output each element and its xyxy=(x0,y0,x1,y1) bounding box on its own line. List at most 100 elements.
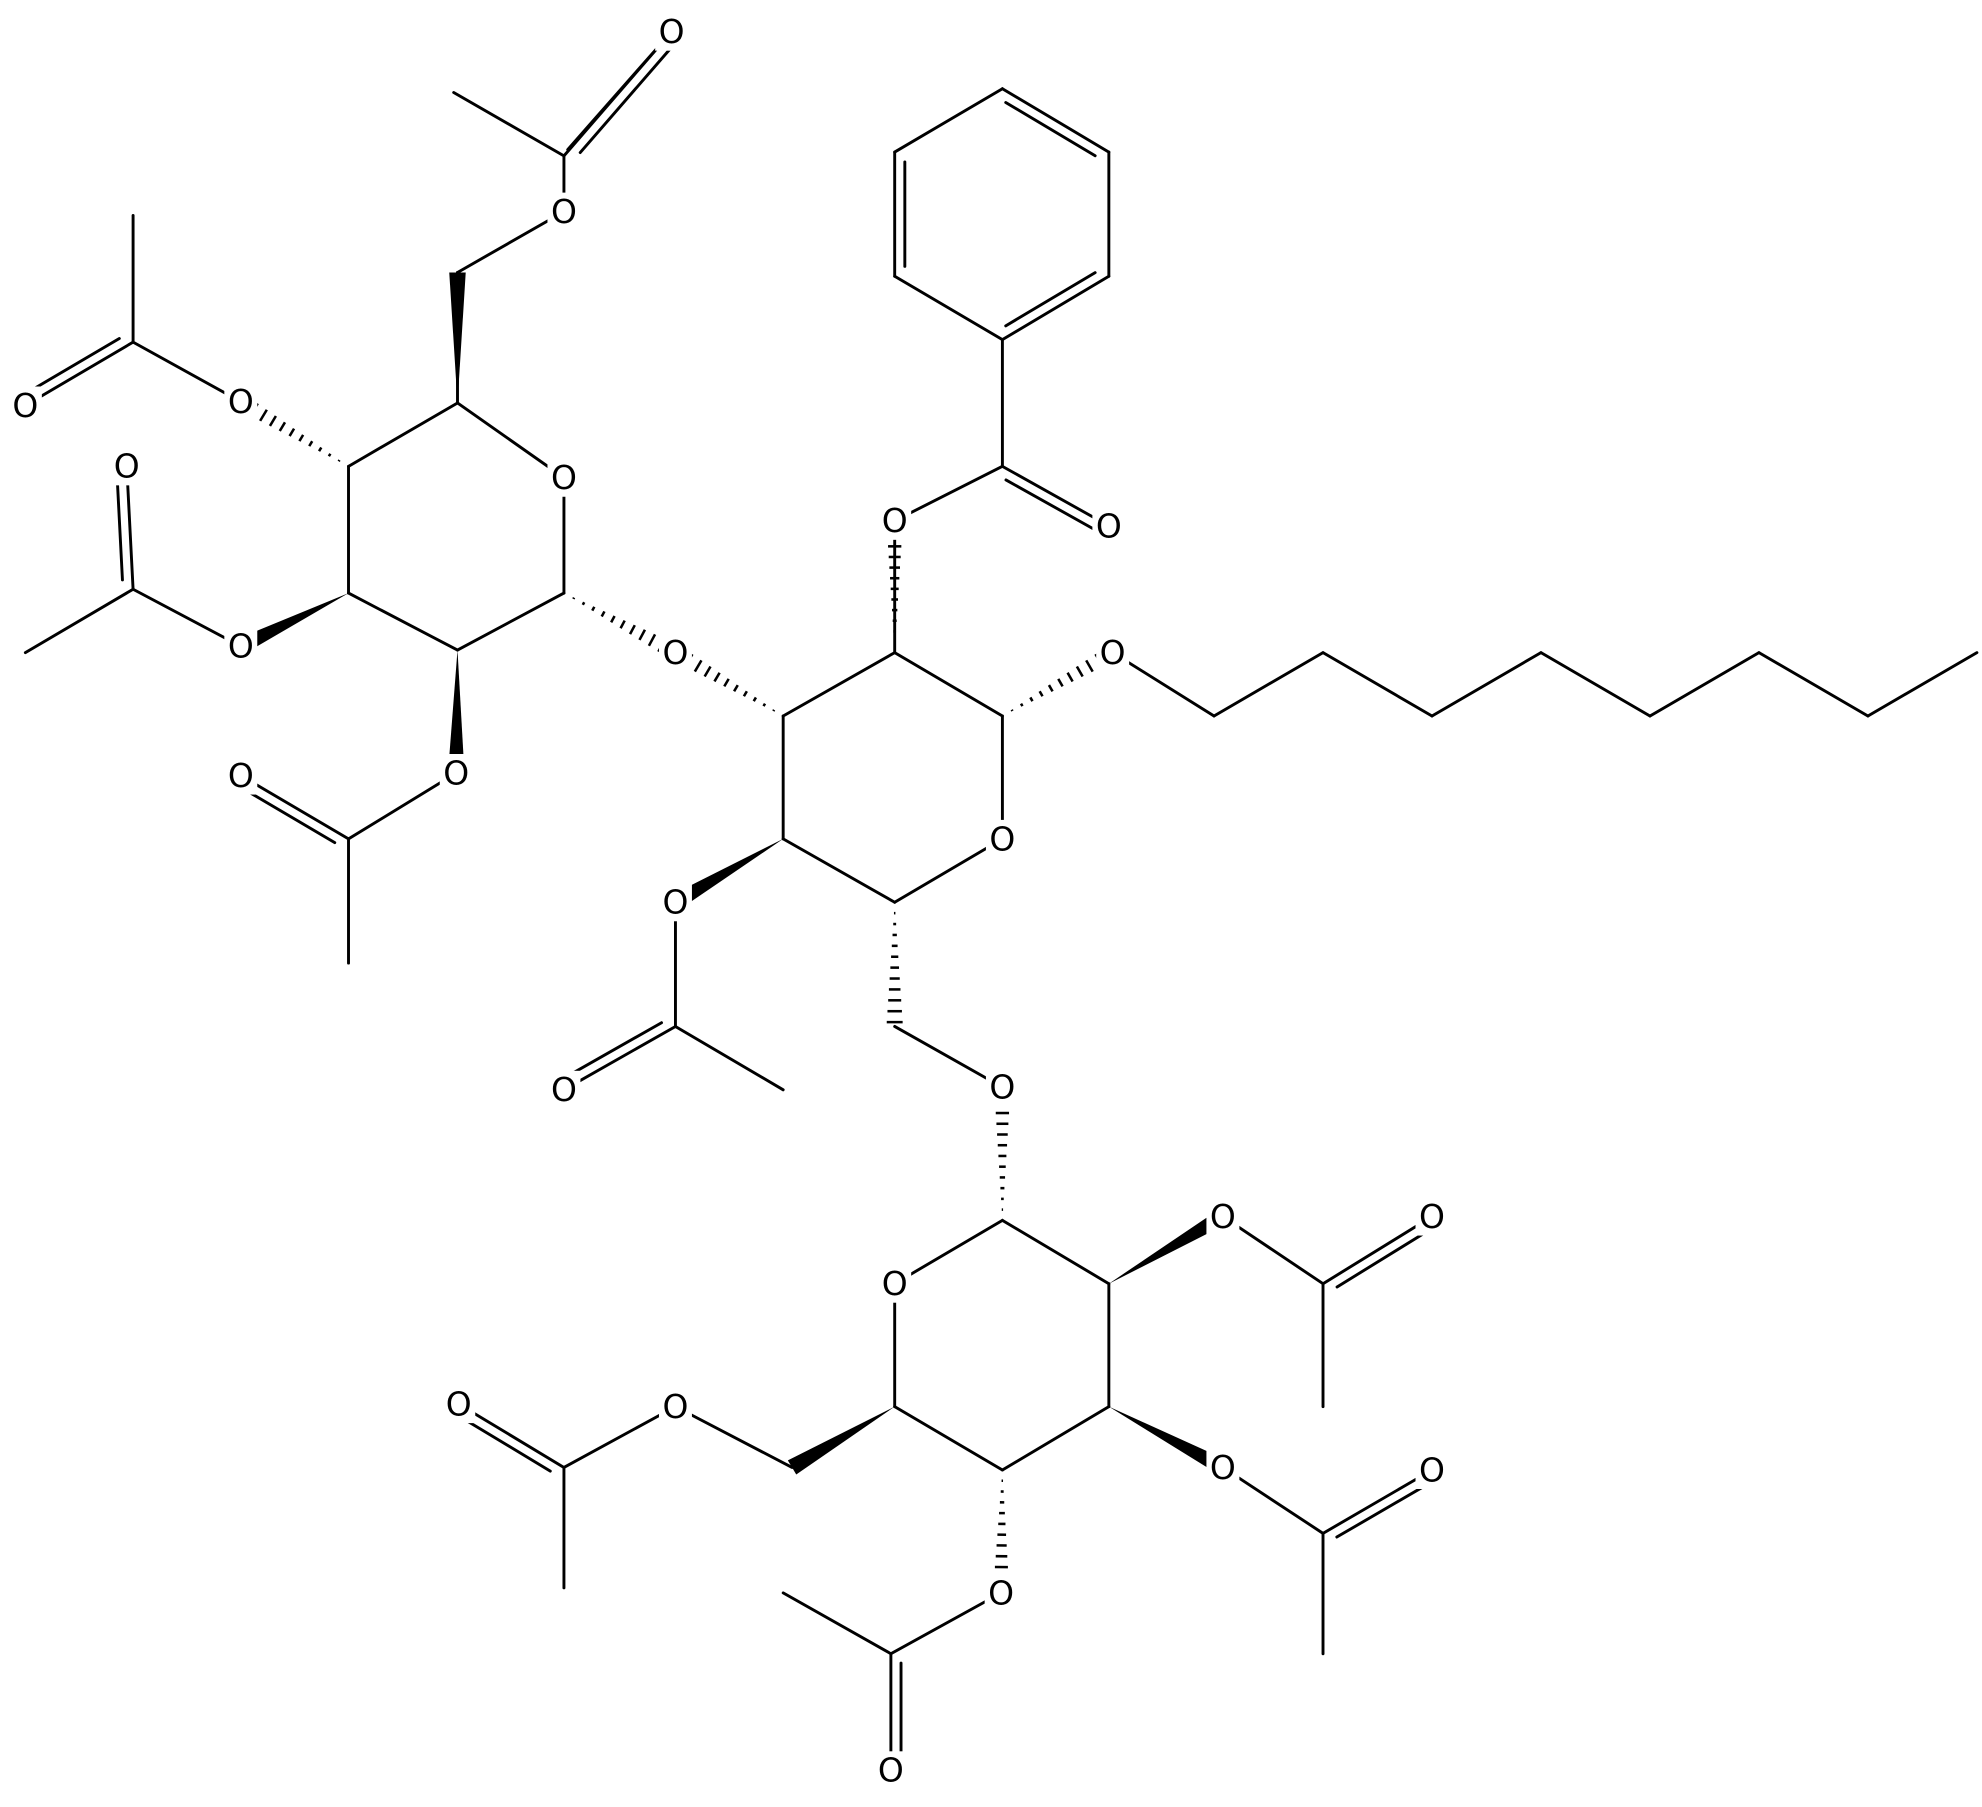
oxygen-atom-label: O xyxy=(1100,633,1126,672)
single-bond-50 xyxy=(1002,1220,1108,1283)
hash-line xyxy=(339,460,340,461)
hash-line xyxy=(280,422,285,431)
oxygen-atom-label: O xyxy=(1419,1197,1445,1236)
hash-line xyxy=(329,454,330,456)
hash-line xyxy=(639,630,644,640)
double-bond-line-77 xyxy=(462,1418,550,1471)
wedge-bond-0 xyxy=(449,272,465,403)
hash-line xyxy=(1040,691,1043,696)
bond-layer xyxy=(25,32,1977,1771)
oxygen-atom-label: O xyxy=(443,753,469,792)
hash-bond-group-13 xyxy=(887,913,903,1022)
single-bond-25 xyxy=(783,839,895,902)
single-bond-61 xyxy=(891,1593,1001,1654)
hash-line xyxy=(714,673,719,682)
oxygen-atom-label: O xyxy=(989,1068,1015,1107)
oxygen-atom-label: O xyxy=(228,382,254,421)
hash-line xyxy=(290,429,294,436)
single-bond-41 xyxy=(1541,653,1650,716)
hash-line xyxy=(309,441,312,446)
double-bond-line-69 xyxy=(29,338,119,391)
oxygen-atom-label: O xyxy=(1210,1197,1236,1236)
oxygen-atom-label: O xyxy=(882,1264,908,1303)
hash-line xyxy=(1058,679,1062,687)
hash-line xyxy=(649,634,655,645)
single-bond-46 xyxy=(564,1026,676,1089)
hash-line xyxy=(1086,660,1092,671)
single-bond-31 xyxy=(895,276,1003,339)
hash-line xyxy=(754,697,756,701)
oxygen-atom-label: O xyxy=(662,883,688,922)
oxygen-atom-label: O xyxy=(1210,1448,1236,1487)
hash-line xyxy=(260,410,267,421)
oxygen-atom-label: O xyxy=(989,819,1015,858)
hash-line xyxy=(270,416,276,426)
single-bond-62 xyxy=(783,1593,891,1654)
oxygen-atom-label: O xyxy=(551,192,577,231)
hash-line xyxy=(1021,704,1022,707)
double-bond-line-75 xyxy=(1337,1484,1429,1537)
hash-bond-group-14 xyxy=(994,1092,1010,1210)
hash-line xyxy=(1068,673,1073,682)
oxygen-atom-label: O xyxy=(1096,506,1122,545)
single-bond-34 xyxy=(1002,89,1108,152)
hash-line xyxy=(1012,710,1013,711)
oxygen-atom-label: O xyxy=(662,1387,688,1426)
double-bond-line-74 xyxy=(1337,1231,1429,1287)
hash-line xyxy=(724,679,728,686)
double-bond-line-72 xyxy=(1006,480,1095,530)
hash-line xyxy=(583,602,584,605)
wedge-bond-6 xyxy=(788,1407,895,1475)
hash-line xyxy=(611,616,614,622)
oxygen-atom-label: O xyxy=(988,1573,1014,1612)
single-bond-39 xyxy=(1323,653,1432,716)
single-bond-53 xyxy=(895,1407,1003,1470)
single-bond-16 xyxy=(25,589,133,652)
oxygen-atom-label: O xyxy=(228,756,254,795)
hash-line xyxy=(621,621,625,629)
single-bond-38 xyxy=(1214,653,1323,716)
single-bond-44 xyxy=(1868,653,1977,716)
single-bond-43 xyxy=(1759,653,1868,716)
hash-line xyxy=(773,710,774,711)
double-bond-line-68 xyxy=(580,48,670,152)
single-bond-1 xyxy=(349,403,458,466)
oxygen-atom-label: O xyxy=(1419,1450,1445,1489)
hash-line xyxy=(592,607,594,611)
single-bond-22 xyxy=(895,653,1003,716)
double-bond-line-73 xyxy=(568,1023,662,1076)
single-bond-21 xyxy=(783,653,895,716)
hash-line xyxy=(319,447,321,451)
oxygen-atom-label: O xyxy=(228,627,254,666)
oxygen-atom-label: O xyxy=(446,1384,472,1423)
hash-line xyxy=(1077,667,1083,677)
hash-line xyxy=(1030,697,1032,701)
oxygen-atom-label: O xyxy=(12,386,38,425)
single-bond-36 xyxy=(1002,276,1108,339)
double-bond-line-71 xyxy=(244,789,334,842)
hash-line xyxy=(573,598,574,599)
single-bond-52 xyxy=(1002,1407,1108,1470)
single-bond-3 xyxy=(349,593,458,650)
single-bond-65 xyxy=(564,1407,676,1468)
double-bond-line-79 xyxy=(1006,102,1095,155)
hash-line xyxy=(764,704,765,706)
single-bond-9 xyxy=(454,93,564,156)
hash-line xyxy=(602,611,605,616)
oxygen-atom-label: O xyxy=(659,12,685,51)
hash-line xyxy=(1049,685,1053,691)
single-bond-4 xyxy=(457,593,563,650)
oxygen-atom-label: O xyxy=(882,501,908,540)
oxygen-atom-label: O xyxy=(662,633,688,672)
hash-line xyxy=(299,435,303,441)
single-bond-33 xyxy=(895,89,1003,152)
stereo-bond-layer xyxy=(237,272,1227,1588)
hash-line xyxy=(744,691,747,696)
single-bond-40 xyxy=(1432,653,1541,716)
hash-line xyxy=(705,667,711,677)
oxygen-atom-label: O xyxy=(114,447,140,486)
oxygen-atom-label: O xyxy=(551,1070,577,1109)
